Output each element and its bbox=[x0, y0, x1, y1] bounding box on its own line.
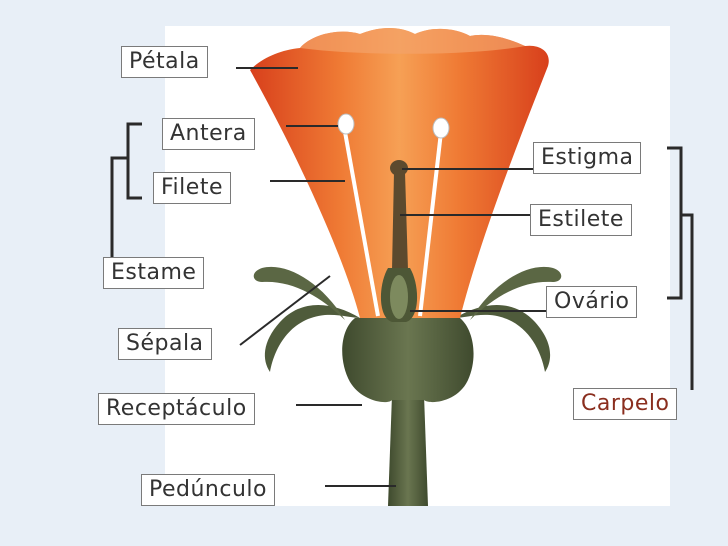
label-sepala: Sépala bbox=[118, 328, 212, 360]
style-shape bbox=[392, 172, 408, 270]
label-pedunculo: Pedúnculo bbox=[141, 474, 275, 506]
leader-lines bbox=[236, 67, 550, 487]
peduncle-stem bbox=[388, 395, 428, 506]
filament-left bbox=[343, 131, 380, 317]
sepal-left-back bbox=[253, 266, 345, 320]
receptacle-shape bbox=[342, 318, 474, 403]
sepal-right bbox=[455, 304, 551, 372]
label-antera: Antera bbox=[162, 118, 255, 150]
estame-bracket bbox=[110, 122, 142, 262]
label-estigma: Estigma bbox=[533, 142, 642, 174]
filament-right bbox=[418, 131, 443, 317]
sepal-right-back bbox=[470, 266, 562, 320]
sepal-left bbox=[264, 304, 360, 372]
label-petala: Pétala bbox=[121, 46, 208, 78]
label-receptaculo: Receptáculo bbox=[98, 393, 255, 425]
label-filete: Filete bbox=[153, 172, 231, 204]
label-estame: Estame bbox=[103, 257, 205, 289]
anther-right bbox=[432, 117, 450, 139]
leader-sepala bbox=[239, 275, 331, 346]
carpelo-bracket bbox=[667, 146, 694, 390]
petal-lobes bbox=[300, 28, 525, 54]
ovary-chamber bbox=[390, 275, 408, 319]
label-ovario: Ovário bbox=[546, 286, 638, 318]
label-estilete: Estilete bbox=[530, 204, 632, 236]
anther-left bbox=[337, 113, 355, 135]
label-carpelo: Carpelo bbox=[573, 388, 678, 420]
stigma-shape bbox=[390, 160, 408, 176]
